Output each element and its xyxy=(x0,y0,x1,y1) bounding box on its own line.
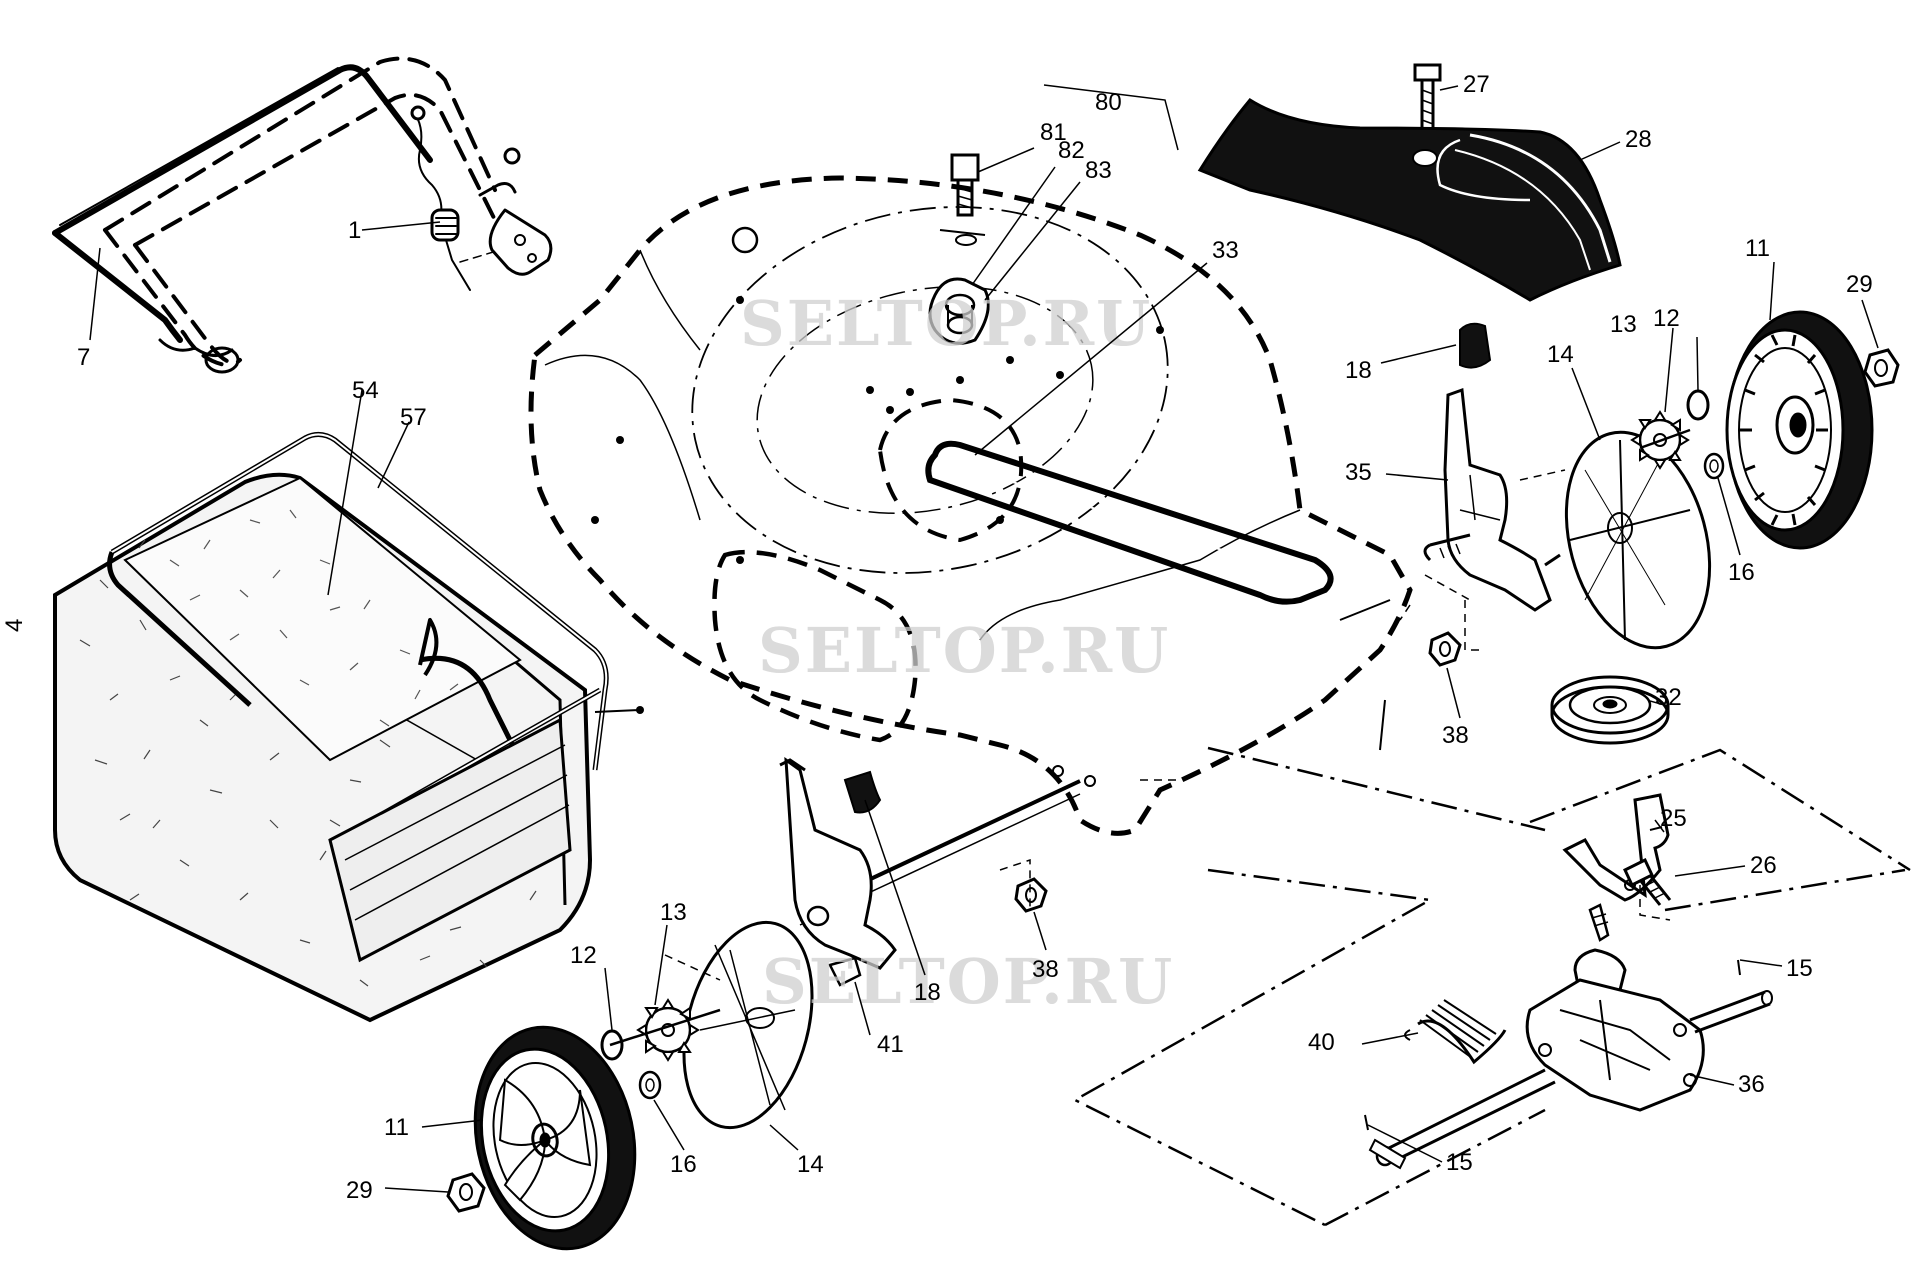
mulch-cover xyxy=(1197,63,1622,302)
callout-36: 36 xyxy=(1738,1071,1765,1098)
callout-29-right: 29 xyxy=(1846,271,1873,298)
callout-82: 82 xyxy=(1058,137,1085,164)
callout-1: 1 xyxy=(348,217,361,244)
callout-4: 4 xyxy=(1,619,28,632)
callout-40: 40 xyxy=(1308,1029,1335,1056)
callout-18-right: 18 xyxy=(1345,357,1372,384)
right-wheel-group xyxy=(1519,310,1900,650)
callout-18-left: 18 xyxy=(914,979,941,1006)
watermarks: SELTOP.RU SELTOP.RU SELTOP.RU xyxy=(740,287,1174,1018)
callout-81: 81 xyxy=(1040,119,1067,146)
callout-14-left: 14 xyxy=(797,1151,824,1178)
pivot-nuts xyxy=(999,631,1462,913)
callout-38-center: 38 xyxy=(1032,956,1059,983)
callout-7: 7 xyxy=(77,344,90,371)
adjuster-assembly xyxy=(928,153,990,345)
callout-41: 41 xyxy=(877,1031,904,1058)
left-wheel-group xyxy=(446,920,814,1251)
callout-25: 25 xyxy=(1660,805,1687,832)
callout-13-left: 13 xyxy=(660,899,687,926)
callout-32: 32 xyxy=(1655,684,1682,711)
transmission-group xyxy=(1072,675,1911,1227)
callout-26: 26 xyxy=(1750,852,1777,879)
watermark-bottom: SELTOP.RU xyxy=(762,945,1174,1018)
callout-15-right: 15 xyxy=(1786,955,1813,982)
callout-38-right: 38 xyxy=(1442,722,1469,749)
grass-bag-assembly xyxy=(53,432,644,1023)
callout-80: 80 xyxy=(1095,89,1122,116)
drive-belt xyxy=(925,440,1334,605)
callout-28: 28 xyxy=(1625,126,1652,153)
callout-15-left: 15 xyxy=(1446,1149,1473,1176)
callout-labels: 1 4 7 80 81 82 83 33 27 28 11 29 18 14 1… xyxy=(1,71,1873,1204)
callout-57: 57 xyxy=(400,404,427,431)
callout-11-left: 11 xyxy=(384,1114,409,1141)
left-height-lever xyxy=(779,756,1081,987)
mower-deck xyxy=(528,175,1413,836)
callout-29-left: 29 xyxy=(346,1177,373,1204)
callout-54: 54 xyxy=(352,377,379,404)
callout-33: 33 xyxy=(1212,237,1239,264)
watermark-top: SELTOP.RU xyxy=(740,287,1152,360)
watermark-middle: SELTOP.RU xyxy=(758,614,1170,687)
handle-assembly xyxy=(52,56,553,374)
callout-16-right: 16 xyxy=(1728,559,1755,586)
right-height-lever xyxy=(1399,322,1561,651)
leader-lines xyxy=(89,84,1879,1193)
callout-83: 83 xyxy=(1085,157,1112,184)
callout-12-right: 12 xyxy=(1653,305,1680,332)
callout-27: 27 xyxy=(1463,71,1490,98)
callout-16-left: 16 xyxy=(670,1151,697,1178)
callout-11-right: 11 xyxy=(1745,235,1770,262)
callout-35: 35 xyxy=(1345,459,1372,486)
callout-14-right: 14 xyxy=(1547,341,1574,368)
callout-12-left: 12 xyxy=(570,942,597,969)
callout-13-right: 13 xyxy=(1610,311,1637,338)
